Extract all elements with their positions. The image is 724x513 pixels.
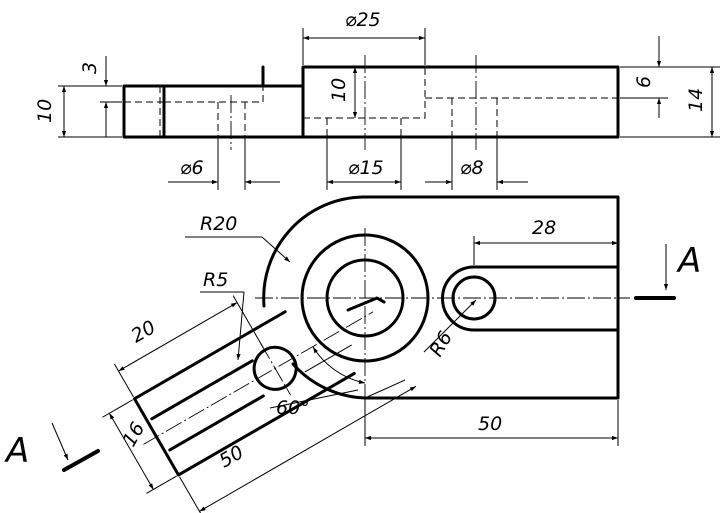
dim-6: 6 (633, 76, 655, 88)
dim-r5: R5 (203, 269, 228, 291)
dim-16: 16 (118, 419, 149, 451)
dim-10-left: 10 (34, 99, 56, 123)
hidden-line-bore-outer (303, 67, 426, 119)
dim-d25: ⌀25 (345, 9, 381, 31)
dim-arc-60 (312, 346, 366, 384)
dim-14: 14 (685, 88, 707, 112)
dim-r20: R20 (200, 213, 237, 235)
section-label-left: A (4, 431, 29, 471)
dim-10-boss: 10 (328, 78, 350, 102)
hidden-line-step (164, 86, 264, 103)
leader-r5 (236, 291, 245, 361)
section-mark-left (62, 449, 100, 472)
leader-r20 (261, 236, 291, 263)
section-arrow-left (51, 422, 69, 461)
dim-line-16 (108, 413, 154, 490)
dim-d6: ⌀6 (180, 157, 204, 179)
dim-28: 28 (532, 217, 556, 239)
dim-line-50-arm (199, 385, 417, 512)
dim-d8: ⌀8 (460, 157, 484, 179)
plan-view: R20 R5 28 R6 60° 50 20 16 50 A A (4, 195, 701, 513)
arm-centerline (143, 311, 374, 445)
dim-50-base: 50 (478, 413, 502, 435)
dim-50-arm: 50 (216, 441, 248, 472)
plan-view-outline (291, 195, 620, 400)
plan-view-outer-arc (262, 195, 365, 308)
dim-60: 60° (276, 397, 310, 419)
front-view-outline (122, 65, 620, 139)
arm-slot-line-bottom (168, 394, 265, 452)
dim-3: 3 (79, 62, 101, 74)
section-label-right: A (676, 241, 701, 281)
dim-r6: R6 (425, 328, 457, 361)
dim-d15: ⌀15 (348, 157, 384, 179)
bore-center-mark (346, 296, 386, 312)
dim-20: 20 (128, 316, 160, 347)
front-view: ⌀25 3 10 10 6 14 ⌀6 (34, 9, 720, 190)
dim-line-20 (118, 302, 238, 372)
leader-r6 (423, 299, 477, 353)
slot-outline (441, 265, 620, 332)
arm-hole-centerline (260, 343, 292, 396)
